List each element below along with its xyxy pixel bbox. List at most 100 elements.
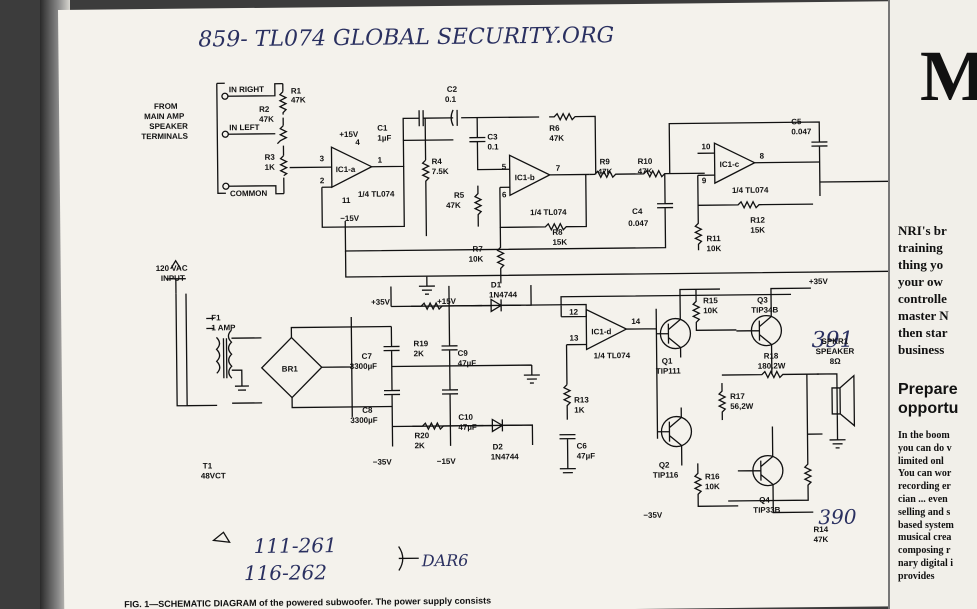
label-c3: C3	[487, 132, 498, 141]
ad-body: In the boom you can do v limited onl You…	[898, 430, 977, 584]
ad-heading-1: Prepare	[898, 381, 958, 398]
big-letter: M	[920, 36, 977, 116]
label-r4: R4	[432, 157, 443, 166]
ad-body-line: based system	[898, 519, 954, 531]
label-r16-value: 10K	[705, 482, 720, 491]
label-q1: Q1	[662, 357, 673, 366]
label-ic1a-part: 1/4 TL074	[358, 189, 395, 198]
ad-line: controlle	[898, 291, 947, 306]
pin-12: 12	[569, 308, 579, 317]
label-r5-value: 47K	[446, 201, 461, 210]
label-q4: Q4	[759, 496, 770, 505]
label-d1: D1	[491, 280, 502, 289]
label-q4-value: TIP33B	[753, 505, 780, 514]
pin-10: 10	[701, 142, 711, 151]
label-t1: T1	[203, 461, 213, 470]
label-vac-2: INPUT	[161, 274, 185, 283]
label-ic1b: IC1-b	[515, 173, 535, 182]
ad-line: then star	[898, 325, 948, 340]
label-in-left: IN LEFT	[229, 123, 259, 132]
label-speaker-3: 8Ω	[830, 357, 842, 366]
label-ic1d-part: 1/4 TL074	[594, 351, 631, 360]
label-q3-value: TIP34B	[751, 305, 778, 314]
label-c2-value: 0.1	[445, 95, 457, 104]
label-ic1a: IC1-a	[336, 165, 356, 174]
pin-1: 1	[378, 156, 383, 165]
ad-line: training	[898, 240, 943, 255]
ad-body-line: limited onl	[898, 455, 944, 467]
label-c1-value: 1µF	[377, 134, 391, 143]
magazine-page: 859- TL074 GLOBAL SECURITY.ORG 391 390 1…	[58, 0, 970, 609]
label-c3-value: 0.1	[487, 142, 499, 151]
label-source-3: SPEAKER	[149, 122, 188, 131]
pin-11: 11	[342, 196, 351, 205]
label-r9: R9	[600, 157, 611, 166]
label-r1: R1	[291, 86, 302, 95]
label-r6-value: 47K	[549, 134, 564, 143]
handwritten-bottom-tag: DAR6	[421, 551, 469, 570]
label-r7-value: 10K	[469, 255, 484, 264]
label-q1-value: TIP111	[656, 366, 682, 375]
ad-body-line: musical crea	[898, 532, 952, 544]
label-r5: R5	[454, 191, 465, 200]
label-rail-m35: −35V	[373, 458, 393, 467]
pin-14: 14	[631, 317, 641, 326]
label-c8-value: 3300µF	[350, 416, 377, 425]
label-ic1c: IC1-c	[720, 160, 740, 169]
label-c9-value: 47µF	[458, 359, 477, 368]
label-r13-value: 1K	[574, 406, 585, 415]
label-speaker-1: SPKR1	[821, 337, 848, 346]
ad-body-line: selling and s	[898, 506, 951, 518]
label-source-1: FROM	[154, 102, 178, 111]
pin-4: 4	[355, 138, 360, 147]
ad-body-line: recording er	[898, 481, 951, 493]
pin-5: 5	[502, 162, 507, 171]
ad-line: master N	[898, 308, 949, 323]
label-r2: R2	[259, 105, 270, 114]
label-r10-value: 47K	[638, 167, 653, 176]
label-r17: R17	[730, 392, 745, 401]
label-ic1b-part: 1/4 TL074	[530, 208, 567, 217]
label-c6: C6	[577, 441, 588, 450]
ad-line: thing yo	[898, 257, 944, 272]
label-r3: R3	[265, 153, 276, 162]
label-rail-m15: −15V	[437, 457, 457, 466]
label-f1: F1	[211, 313, 221, 322]
label-r20: R20	[414, 431, 429, 440]
label-r18-value: 180,2W	[758, 361, 786, 370]
label-t1-value: 48VCT	[201, 471, 226, 480]
ad-heading-2: opportu	[898, 400, 959, 417]
ad-lines: NRI's br training thing yo your ow contr…	[898, 222, 977, 358]
handwritten-top-note: 859- TL074 GLOBAL SECURITY.ORG	[198, 23, 614, 52]
label-r12: R12	[750, 216, 765, 225]
label-c5-value: 0.047	[791, 127, 812, 136]
label-c7-value: 3300µF	[350, 362, 377, 371]
label-r19: R19	[413, 339, 428, 348]
label-source-2: MAIN AMP	[144, 112, 185, 121]
ad-line: NRI's br	[898, 223, 947, 238]
label-r20-value: 2K	[415, 441, 426, 450]
label-rail-p15: +15V	[437, 297, 457, 306]
label-d1-value: 1N4744	[489, 290, 518, 299]
label-r7: R7	[472, 245, 483, 254]
label-c7: C7	[362, 352, 373, 361]
pin-8: 8	[760, 152, 765, 161]
label-out-p35: +35V	[809, 277, 829, 286]
ad-line: business	[898, 342, 945, 357]
label-c10-value: 47µF	[458, 423, 477, 432]
label-in-right: IN RIGHT	[229, 85, 264, 94]
pin-6: 6	[502, 190, 507, 199]
label-c2: C2	[447, 85, 458, 94]
label-c10: C10	[458, 413, 473, 422]
handwritten-bottom-line1: 111-261	[253, 533, 336, 558]
ad-line: your ow	[898, 274, 943, 289]
label-ic1c-part: 1/4 TL074	[732, 186, 769, 195]
label-r4-value: 7.5K	[432, 167, 449, 176]
label-r14-value: 47K	[814, 535, 829, 544]
label-r15-value: 10K	[703, 306, 718, 315]
label-d2-value: 1N4744	[491, 452, 520, 461]
label-q2: Q2	[659, 461, 670, 470]
ad-body-line: nary digital i	[898, 557, 954, 569]
label-c5: C5	[791, 117, 802, 126]
